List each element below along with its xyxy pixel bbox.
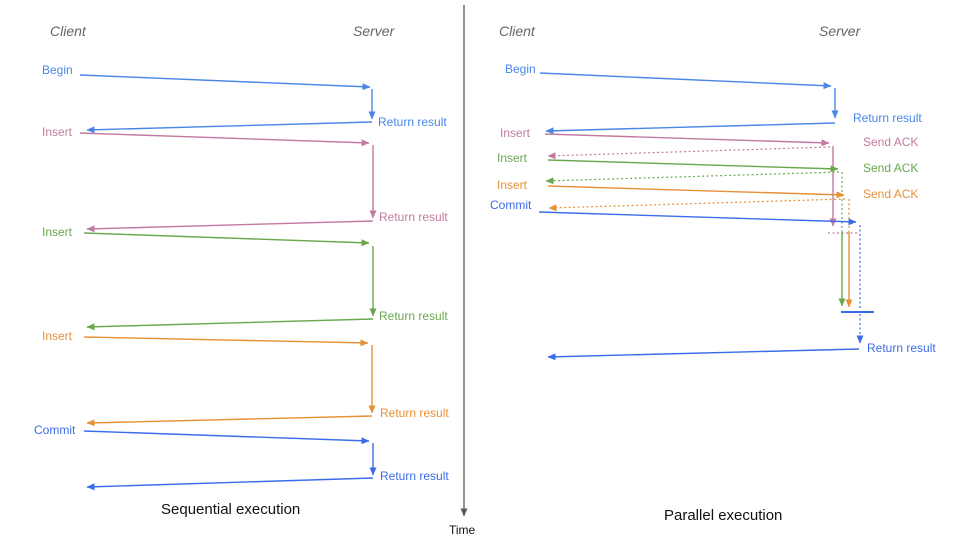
seq-begin-label: Begin [42, 63, 73, 77]
time-axis-label: Time [449, 523, 476, 537]
seq-insert3-request-line [83, 336, 369, 347]
par-begin-arrows [539, 72, 839, 135]
par-insert2-request-line [547, 159, 839, 173]
par-begin-label: Begin [505, 62, 536, 76]
seq-insert2-arrows [83, 232, 377, 331]
seq-insert1-response-line [86, 220, 374, 233]
par-begin-result-label: Return result [853, 111, 922, 125]
seq-insert2-result-label: Return result [379, 309, 448, 323]
par-client-header: Client [499, 23, 535, 39]
seq-insert2-label: Insert [42, 225, 73, 239]
par-commit-request-line [538, 211, 857, 226]
par-insert1-arrows [544, 133, 858, 234]
par-insert3-ack-line [548, 198, 846, 212]
seq-insert3-response-line [86, 415, 373, 427]
seq-commit-request-line [83, 430, 370, 445]
par-insert1-ack-line [547, 146, 831, 160]
par-insert3-ack-label: Send ACK [863, 187, 919, 201]
par-insert1-ack-label: Send ACK [863, 135, 919, 149]
seq-begin-request-line [79, 74, 371, 91]
par-insert2-ack-line [545, 171, 840, 185]
seq-commit-response-line [86, 477, 374, 491]
seq-insert3-label: Insert [42, 329, 73, 343]
par-server-header: Server [819, 23, 861, 39]
par-commit-label: Commit [490, 198, 532, 212]
par-insert2-label: Insert [497, 151, 528, 165]
par-insert3-label: Insert [497, 178, 528, 192]
par-commit-arrows [538, 211, 874, 361]
par-insert3-request-line [547, 185, 845, 199]
seq-begin-response-line [86, 121, 373, 134]
par-final-result-label: Return result [867, 341, 936, 355]
seq-client-header: Client [50, 23, 86, 39]
par-insert2-ack-label: Send ACK [863, 161, 919, 175]
seq-server-header: Server [353, 23, 395, 39]
seq-caption: Sequential execution [161, 501, 301, 518]
seq-insert1-request-line [79, 132, 370, 147]
seq-commit-arrows [83, 430, 377, 491]
par-begin-request-line [539, 72, 832, 90]
seq-insert2-request-line [83, 232, 370, 247]
seq-insert3-arrows [83, 336, 376, 427]
seq-begin-result-label: Return result [378, 115, 447, 129]
par-insert1-label: Insert [500, 126, 531, 140]
seq-commit-label: Commit [34, 423, 76, 437]
seq-insert1-arrows [79, 132, 377, 233]
par-caption: Parallel execution [664, 507, 783, 524]
seq-insert1-result-label: Return result [379, 210, 448, 224]
seq-begin-arrows [79, 74, 376, 134]
par-insert3-arrows [547, 185, 853, 308]
par-begin-response-line [545, 122, 836, 135]
par-insert1-request-line [544, 133, 830, 147]
seq-insert2-response-line [86, 318, 374, 331]
seq-insert1-label: Insert [42, 125, 73, 139]
par-final-response-line [547, 348, 860, 361]
seq-commit-result-label: Return result [380, 469, 449, 483]
par-insert2-arrows [545, 159, 846, 307]
seq-insert3-result-label: Return result [380, 406, 449, 420]
